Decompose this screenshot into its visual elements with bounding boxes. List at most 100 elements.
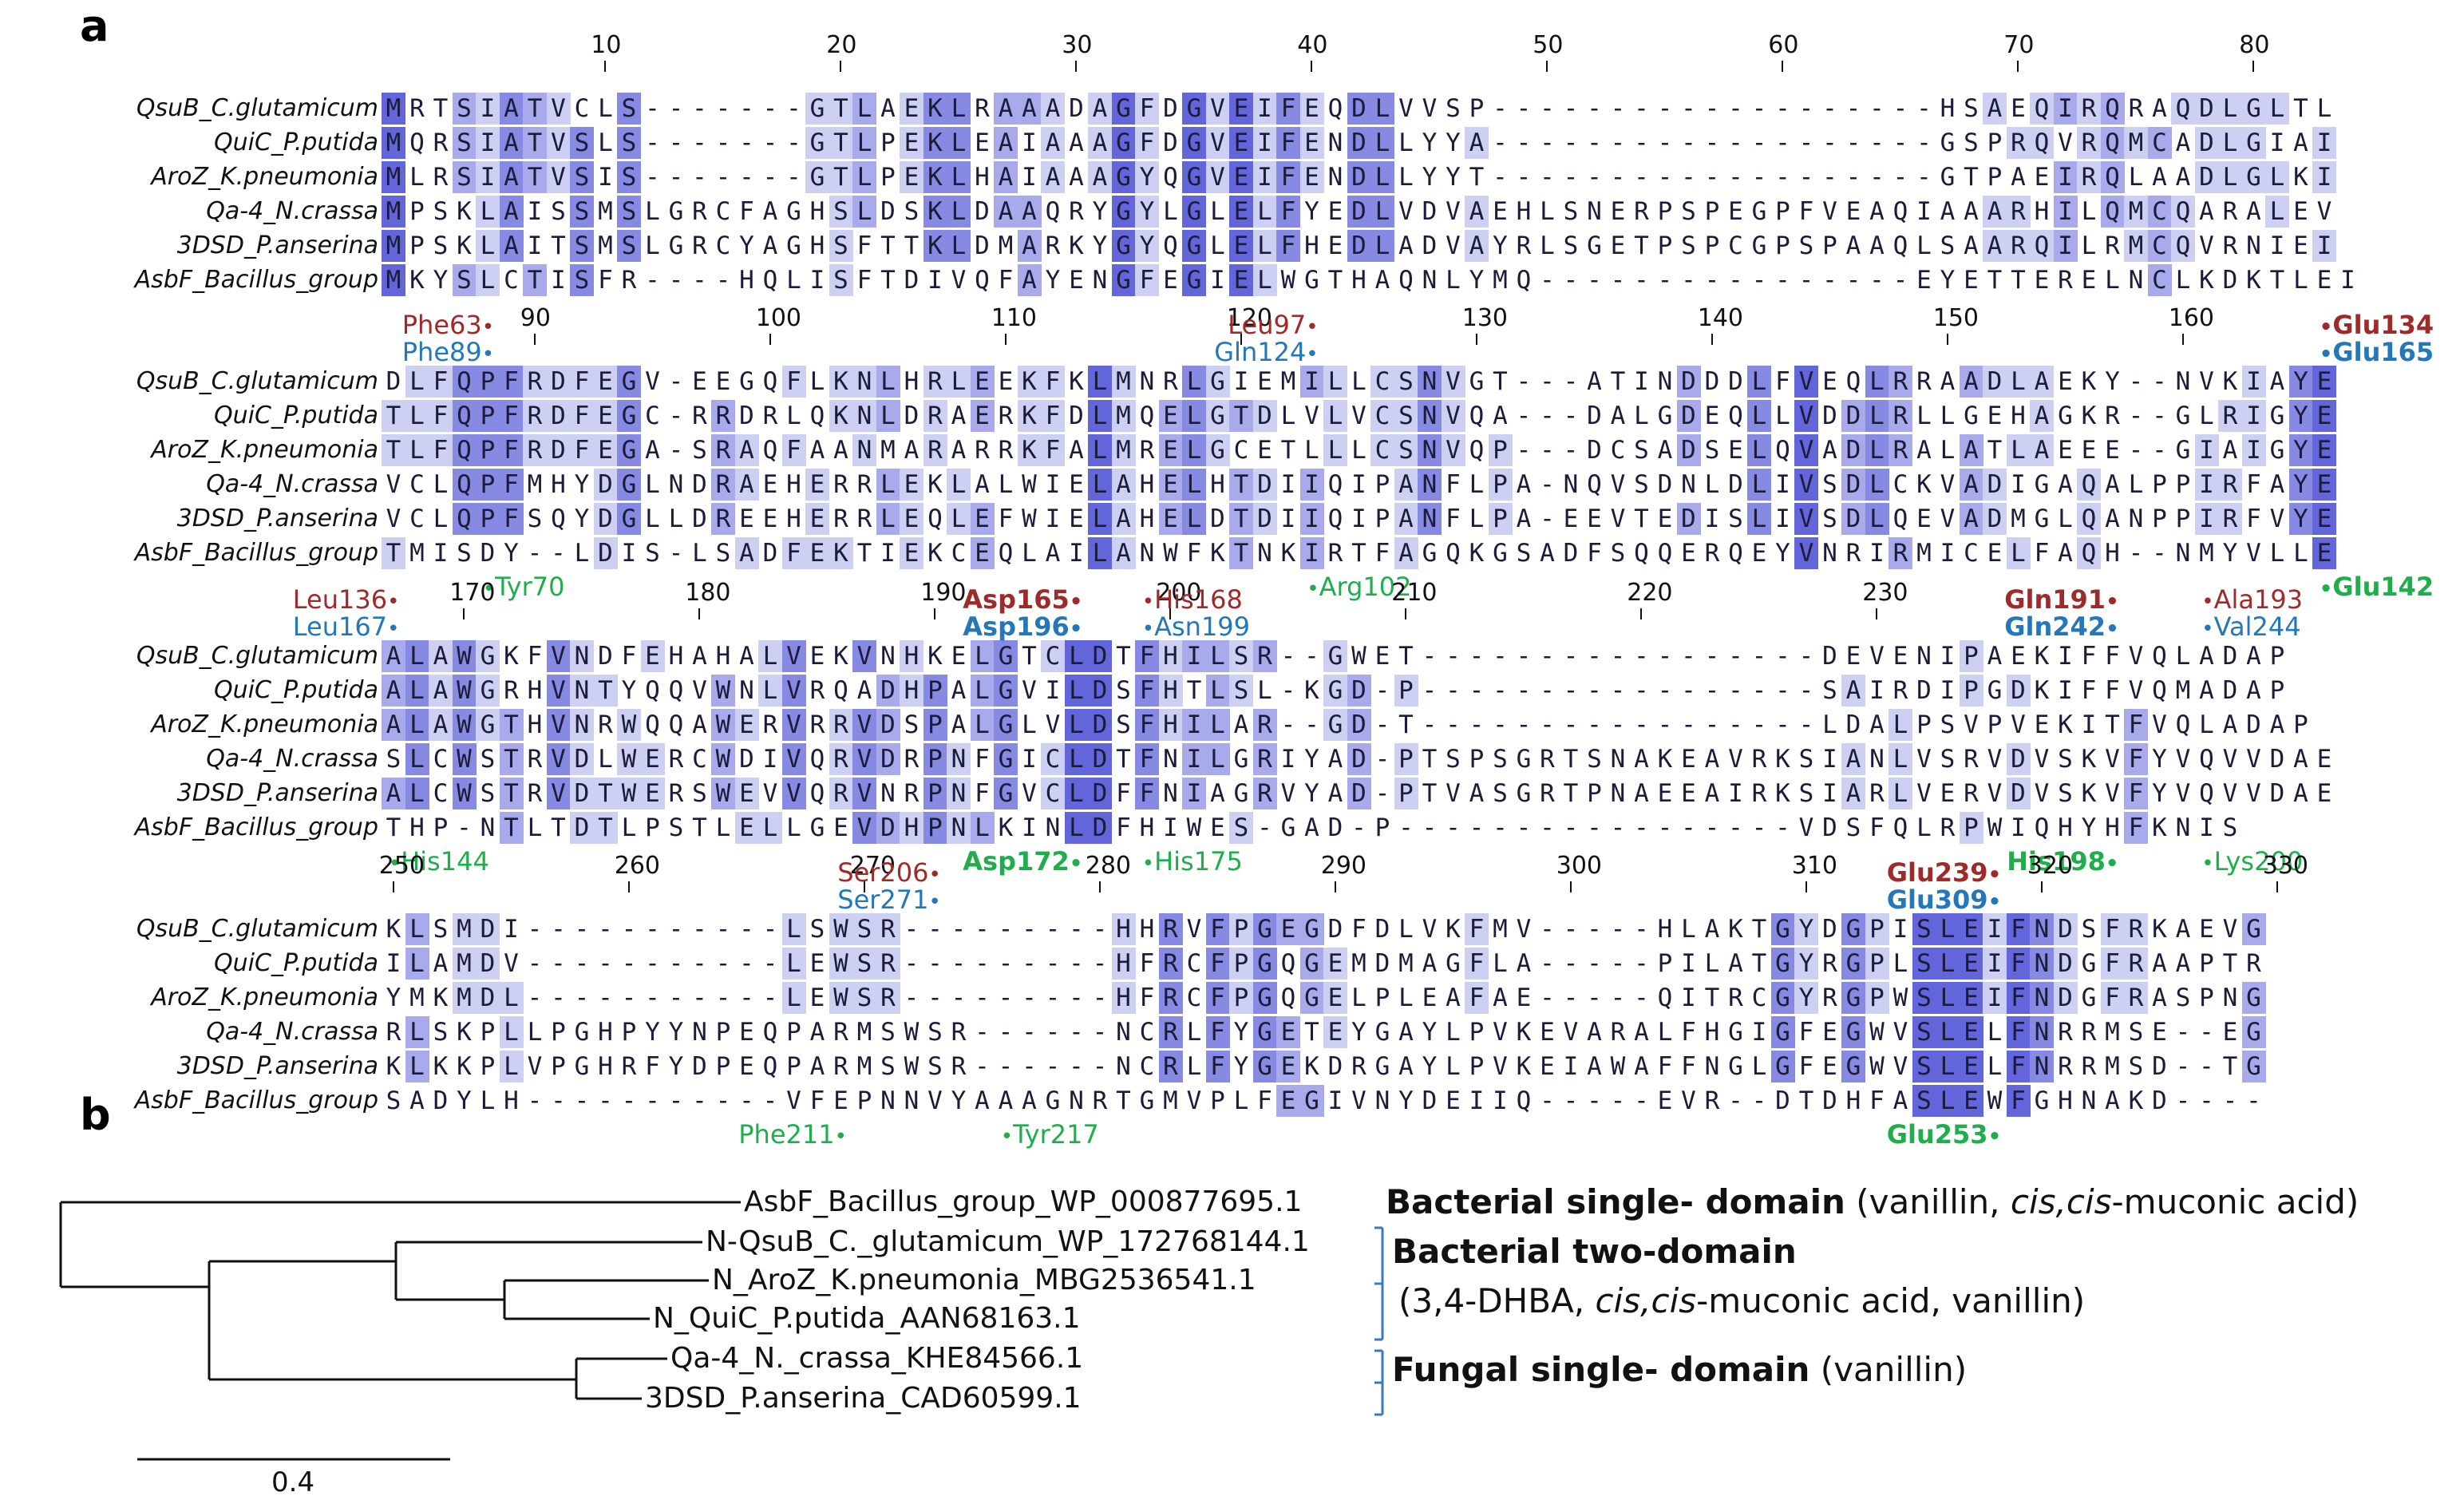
- residue: T: [1280, 436, 1296, 465]
- residue: -: [1751, 710, 1767, 739]
- residue: -: [1634, 915, 1649, 944]
- residue: F: [1798, 197, 1814, 226]
- residue: R: [1889, 366, 1912, 398]
- residue: -: [551, 984, 566, 1012]
- residue: E: [1987, 402, 2003, 430]
- residue: W: [1280, 266, 1296, 295]
- residue: E: [1916, 266, 1932, 295]
- residue: L: [2105, 266, 2120, 295]
- residue: T: [1327, 266, 1343, 295]
- residue: G: [1252, 948, 1277, 980]
- residue: D: [1347, 230, 1371, 262]
- residue: E: [739, 505, 754, 533]
- residue: T: [551, 232, 566, 260]
- residue: R: [856, 505, 872, 533]
- residue: T: [1116, 1086, 1131, 1115]
- residue: G: [617, 400, 641, 432]
- sequence-name: QuiC_P.putida: [214, 949, 378, 977]
- residue: S: [1516, 539, 1532, 568]
- ruler-number: 20: [826, 31, 857, 59]
- residue: I: [1751, 1018, 1767, 1047]
- annotation-text: Glu165: [2332, 337, 2434, 367]
- residue: I: [1351, 505, 1366, 533]
- residue-annotation: Leu136•: [293, 586, 400, 615]
- residue: E: [1257, 436, 1272, 465]
- residue: A: [1088, 161, 1112, 193]
- residue: P: [786, 1018, 801, 1047]
- residue: P: [856, 1086, 872, 1115]
- residue: L: [1540, 232, 1555, 260]
- residue: K: [927, 642, 943, 671]
- residue: D: [1210, 505, 1225, 533]
- annotation-dot: •: [2319, 315, 2333, 339]
- residue: I: [1869, 539, 1885, 568]
- residue: -: [1822, 266, 1837, 295]
- residue: D: [546, 366, 571, 398]
- residue: -: [1587, 94, 1602, 123]
- residue: -: [715, 163, 731, 192]
- residue: I: [2053, 93, 2078, 125]
- residue: H: [1704, 1018, 1720, 1047]
- residue-annotation: Asp172•: [963, 848, 1082, 877]
- residue: M: [382, 161, 405, 193]
- residue: -: [762, 129, 778, 157]
- residue: K: [2081, 779, 2097, 808]
- residue: L: [970, 709, 995, 741]
- residue: R: [433, 129, 449, 157]
- residue: G: [786, 232, 801, 260]
- residue: D: [1822, 402, 1837, 430]
- sequence-name: AroZ_K.pneumonia: [151, 984, 378, 1011]
- residue: V: [1892, 1052, 1908, 1081]
- residue: -: [621, 915, 637, 944]
- residue: L: [1493, 949, 1508, 978]
- residue: C: [409, 505, 425, 533]
- residue: L: [947, 230, 971, 262]
- residue: L: [1446, 1052, 1461, 1081]
- residue: S: [617, 161, 641, 193]
- residue: V: [2034, 779, 2050, 808]
- residue: -: [692, 266, 707, 295]
- residue: P: [923, 675, 947, 706]
- residue: T: [593, 812, 618, 844]
- residue: F: [499, 400, 524, 432]
- residue: N: [1163, 745, 1178, 774]
- group-label-bacterial-single: Bacterial single- domain (vanillin, cis,…: [1386, 1183, 2359, 1221]
- residue: Y: [1422, 1052, 1438, 1081]
- residue: N: [1418, 400, 1442, 432]
- residue: L: [1182, 366, 1206, 398]
- residue: N: [1869, 745, 1885, 774]
- residue: S: [1563, 232, 1579, 260]
- residue: L: [1940, 436, 1956, 465]
- residue: S: [1116, 710, 1131, 739]
- residue: R: [1252, 640, 1277, 672]
- residue: F: [1139, 984, 1155, 1012]
- annotation-text: Glu253: [1886, 1119, 1988, 1150]
- residue: S: [1798, 745, 1814, 774]
- residue: V: [2269, 505, 2285, 533]
- residue: P: [1374, 813, 1390, 842]
- residue: Q: [1657, 984, 1673, 1012]
- residue: N: [1916, 642, 1932, 671]
- residue: R: [2246, 949, 2261, 978]
- residue: A: [2293, 779, 2308, 808]
- residue: -: [1704, 266, 1720, 295]
- residue: -: [904, 949, 920, 978]
- residue: E: [1210, 813, 1225, 842]
- residue: I: [927, 266, 943, 295]
- residue: -: [1845, 94, 1861, 123]
- residue: C: [1233, 436, 1249, 465]
- residue: G: [2241, 982, 2266, 1014]
- residue: F: [499, 503, 524, 535]
- residue: -: [1516, 402, 1532, 430]
- residue: I: [1280, 505, 1296, 533]
- residue: S: [1446, 745, 1461, 774]
- residue: -: [1587, 266, 1602, 295]
- sequence-name: AsbF_Bacillus_group: [134, 266, 378, 294]
- annotation-text: Leu136: [292, 584, 388, 615]
- residue: -: [1540, 676, 1555, 705]
- residue: A: [1540, 539, 1555, 568]
- residue: E: [1845, 197, 1861, 226]
